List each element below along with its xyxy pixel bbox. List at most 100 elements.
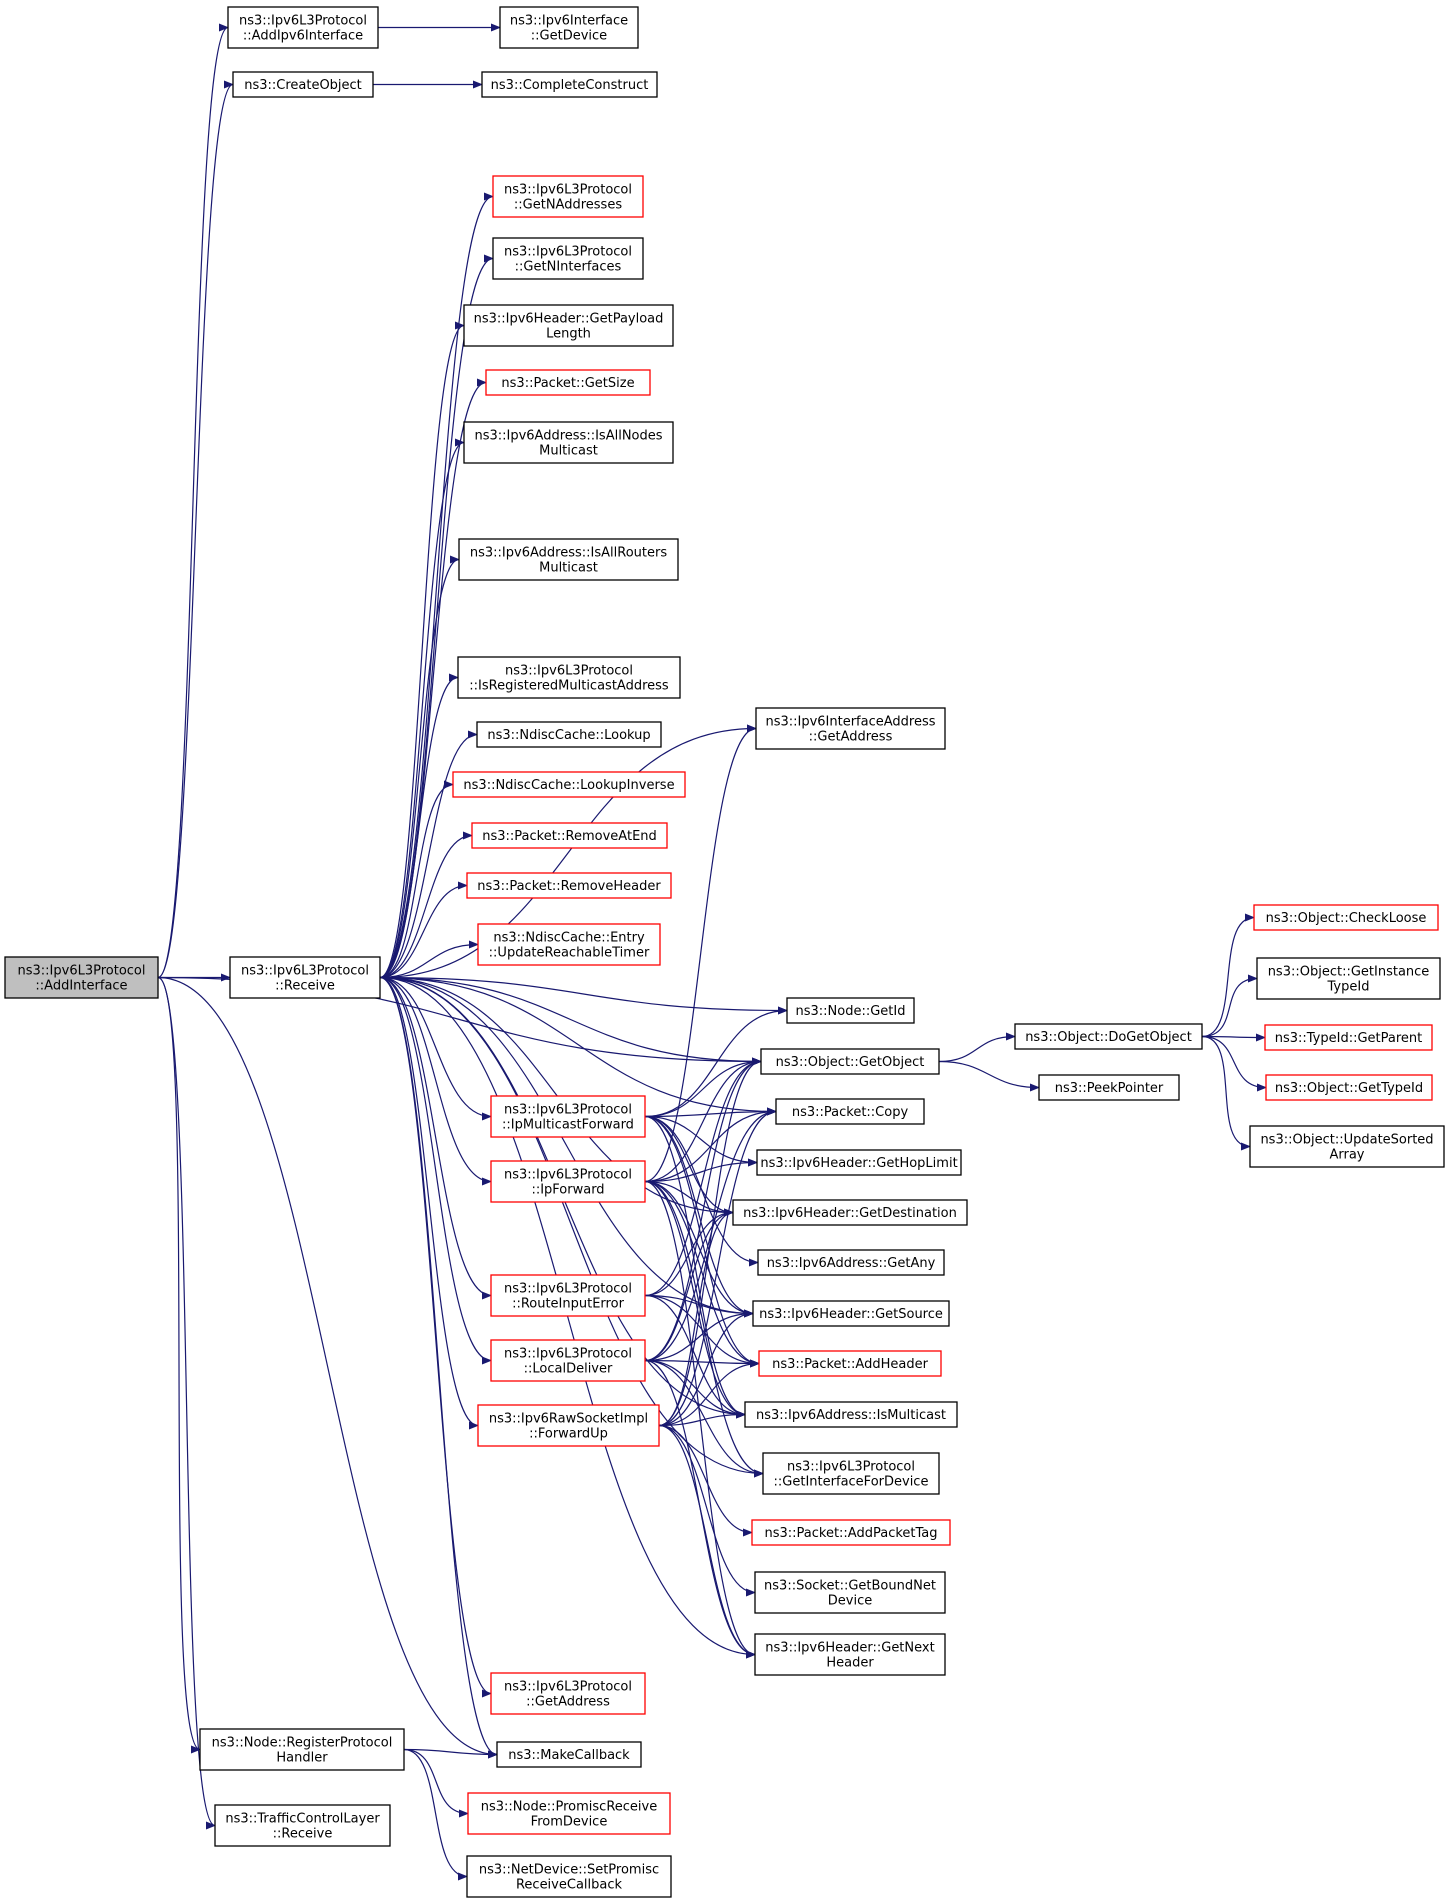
node-get-ninterfaces[interactable]: ns3::Ipv6L3Protocol::GetNInterfaces <box>492 237 644 280</box>
node-ip-multicast-forward[interactable]: ns3::Ipv6L3Protocol::IpMulticastForward <box>490 1095 646 1138</box>
edge-do-get-object-to-get-instance-type-id <box>1201 974 1258 1038</box>
node-box <box>1014 1023 1203 1050</box>
node-do-get-object[interactable]: ns3::Object::DoGetObject <box>1014 1023 1203 1050</box>
edge-ip-forward-to-get-destination <box>644 1180 734 1217</box>
edge-local-deliver-to-get-interface-for-device <box>644 1359 764 1478</box>
node-label-line: ns3::Node::GetId <box>796 1004 906 1019</box>
node-label-line: ns3::Ipv6Header::GetHopLimit <box>760 1156 957 1171</box>
node-get-hop-limit[interactable]: ns3::Ipv6Header::GetHopLimit <box>756 1149 962 1176</box>
node-box <box>466 872 672 899</box>
node-label-line: ns3::Packet::RemoveAtEnd <box>482 829 657 844</box>
node-remove-at-end[interactable]: ns3::Packet::RemoveAtEnd <box>471 822 668 849</box>
node-box <box>476 721 662 748</box>
node-set-promisc-receive-callback[interactable]: ns3::NetDevice::SetPromiscReceiveCallbac… <box>466 1855 672 1898</box>
node-label-line: ns3::NdiscCache::LookupInverse <box>463 778 674 793</box>
node-make-callback[interactable]: ns3::MakeCallback <box>496 1741 642 1768</box>
node-label-line: ns3::Ipv6L3Protocol <box>241 964 369 979</box>
node-box <box>775 1098 925 1125</box>
node-label-line: ns3::Ipv6L3Protocol <box>239 14 367 29</box>
node-label-line: ns3::Ipv6Address::IsAllNodes <box>474 429 662 444</box>
node-add-ipv6-interface[interactable]: ns3::Ipv6L3Protocol::AddIpv6Interface <box>227 6 379 49</box>
edge-ip-multicast-forward-to-add-header <box>644 1115 760 1368</box>
node-remove-header[interactable]: ns3::Packet::RemoveHeader <box>466 872 672 899</box>
node-l3-get-address[interactable]: ns3::Ipv6L3Protocol::GetAddress <box>490 1672 646 1715</box>
node-get-source[interactable]: ns3::Ipv6Header::GetSource <box>752 1300 950 1327</box>
edge-ip-multicast-forward-to-node-get-id <box>644 1006 788 1118</box>
edge-receive-to-ip-forward <box>379 976 492 1186</box>
node-add-header[interactable]: ns3::Packet::AddHeader <box>758 1350 942 1377</box>
node-label-line: ns3::Ipv6Interface <box>510 14 628 29</box>
node-label-line: ns3::Ipv6Address::IsMulticast <box>756 1408 946 1423</box>
node-is-registered-multicast[interactable]: ns3::Ipv6L3Protocol::IsRegisteredMultica… <box>457 656 681 699</box>
node-iface-addr-get-address[interactable]: ns3::Ipv6InterfaceAddress::GetAddress <box>755 707 946 750</box>
node-ipv6-interface-get-device[interactable]: ns3::Ipv6Interface::GetDevice <box>499 6 639 49</box>
node-box <box>751 1519 951 1546</box>
edge-route-input-error-to-object-get-object <box>644 1057 762 1297</box>
node-peek-pointer[interactable]: ns3::PeekPointer <box>1038 1074 1180 1101</box>
node-box <box>471 822 668 849</box>
node-root[interactable]: ns3::Ipv6L3Protocol::AddInterface <box>4 956 159 999</box>
node-packet-get-size[interactable]: ns3::Packet::GetSize <box>485 369 651 396</box>
node-object-get-object[interactable]: ns3::Object::GetObject <box>760 1048 940 1075</box>
edge-route-input-error-to-get-source <box>644 1294 754 1318</box>
node-label-line: ::LocalDeliver <box>524 1362 613 1377</box>
edge-receive-to-ip-multicast-forward <box>379 976 492 1121</box>
node-object-get-type-id[interactable]: ns3::Object::GetTypeId <box>1265 1074 1433 1101</box>
edge-route-input-error-to-is-multicast <box>644 1294 746 1419</box>
node-add-packet-tag[interactable]: ns3::Packet::AddPacketTag <box>751 1519 951 1546</box>
node-box <box>499 6 639 49</box>
node-label-line: ::Receive <box>273 1827 333 1842</box>
node-label-line: Multicast <box>539 444 598 459</box>
node-ndisc-lookup-inverse[interactable]: ns3::NdiscCache::LookupInverse <box>452 771 686 798</box>
node-box <box>4 956 159 999</box>
node-receive[interactable]: ns3::Ipv6L3Protocol::Receive <box>229 956 381 999</box>
node-get-any[interactable]: ns3::Ipv6Address::GetAny <box>757 1249 945 1276</box>
node-label-line: ns3::Object::GetInstance <box>1268 965 1430 980</box>
node-get-destination[interactable]: ns3::Ipv6Header::GetDestination <box>732 1199 968 1226</box>
node-label-line: ::UpdateReachableTimer <box>489 946 650 961</box>
node-is-multicast[interactable]: ns3::Ipv6Address::IsMulticast <box>744 1401 958 1428</box>
node-complete-construct[interactable]: ns3::CompleteConstruct <box>481 71 658 98</box>
node-type-id-get-parent[interactable]: ns3::TypeId::GetParent <box>1264 1024 1433 1051</box>
edge-receive-to-l3-get-address <box>379 976 492 1698</box>
node-label-line: ns3::Ipv6InterfaceAddress <box>765 715 935 730</box>
node-ip-forward[interactable]: ns3::Ipv6L3Protocol::IpForward <box>490 1160 646 1203</box>
edge-receive-to-update-reachable-timer <box>379 940 479 979</box>
node-check-loose[interactable]: ns3::Object::CheckLoose <box>1253 904 1439 931</box>
node-get-naddresses[interactable]: ns3::Ipv6L3Protocol::GetNAddresses <box>492 175 644 218</box>
edge-ip-forward-to-iface-addr-get-address <box>644 724 757 1183</box>
node-create-object[interactable]: ns3::CreateObject <box>232 71 374 98</box>
edge-forward-up-to-get-destination <box>658 1208 734 1427</box>
node-local-deliver[interactable]: ns3::Ipv6L3Protocol::LocalDeliver <box>490 1339 646 1382</box>
edge-receive-to-route-input-error <box>379 976 492 1300</box>
node-label-line: Handler <box>276 1751 328 1766</box>
edge-route-input-error-to-get-destination <box>644 1208 734 1297</box>
edge-receive-to-is-all-routers-multicast <box>379 555 460 979</box>
node-ndisc-lookup[interactable]: ns3::NdiscCache::Lookup <box>476 721 662 748</box>
node-tcl-receive[interactable]: ns3::TrafficControlLayer::Receive <box>214 1804 391 1847</box>
node-node-get-id[interactable]: ns3::Node::GetId <box>786 997 915 1024</box>
node-packet-copy[interactable]: ns3::Packet::Copy <box>775 1098 925 1125</box>
node-update-reachable-timer[interactable]: ns3::NdiscCache::Entry::UpdateReachableT… <box>477 923 661 966</box>
node-label-line: ns3::CreateObject <box>244 78 362 93</box>
node-box <box>1265 1074 1433 1101</box>
node-box <box>452 771 686 798</box>
node-forward-up[interactable]: ns3::Ipv6RawSocketImpl::ForwardUp <box>477 1404 660 1447</box>
node-label-line: Multicast <box>539 561 598 576</box>
node-get-interface-for-device[interactable]: ns3::Ipv6L3Protocol::GetInterfaceForDevi… <box>762 1452 940 1495</box>
node-label-line: FromDevice <box>531 1815 608 1830</box>
edge-ip-forward-to-get-next-header <box>644 1180 756 1659</box>
node-route-input-error[interactable]: ns3::Ipv6L3Protocol::RouteInputError <box>490 1274 646 1317</box>
node-box <box>1264 1024 1433 1051</box>
node-label-line: ns3::TrafficControlLayer <box>225 1812 380 1827</box>
